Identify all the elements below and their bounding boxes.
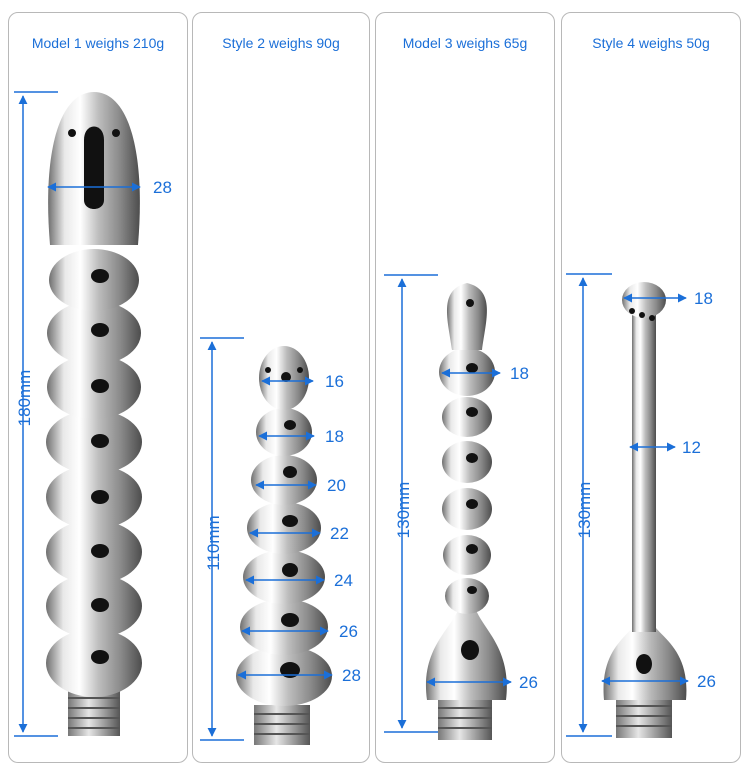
style-4-diameter-label: 26 <box>697 672 716 691</box>
style-2-diameter-label: 18 <box>325 427 344 446</box>
style-4-diameter-arrows <box>601 293 689 686</box>
model-1-length-dimension <box>14 91 58 737</box>
model-3-diameter-label: 26 <box>519 673 538 692</box>
style-4-length-dimension <box>566 273 612 737</box>
style-2-thread <box>254 705 310 745</box>
style-2-diameter-label: 16 <box>325 372 344 391</box>
style-2-length-label: 110mm <box>204 515 223 570</box>
model-3-diameter-arrows <box>426 368 512 687</box>
style-2-diameter-label: 22 <box>330 524 349 543</box>
style-2-item <box>200 337 333 745</box>
model-1-item <box>14 91 142 737</box>
model-3-item <box>384 274 512 740</box>
style-2-diameter-label: 28 <box>342 666 361 685</box>
style-4-thread <box>616 696 672 738</box>
dimension-labels: 180mm 28 110mm 16 18 20 22 24 26 28 130m… <box>15 178 716 692</box>
model-3-diameter-label: 18 <box>510 364 529 383</box>
style-2-beads <box>236 346 332 706</box>
model-3-body <box>425 283 507 700</box>
model-3-length-dimension <box>384 274 438 733</box>
style-4-diameter-label: 12 <box>682 438 701 457</box>
style-4-length-label: 130mm <box>575 482 594 539</box>
model-1-length-label: 180mm <box>15 370 34 427</box>
style-4-item <box>566 273 689 738</box>
style-2-diameter-label: 26 <box>339 622 358 641</box>
model-3-thread <box>438 698 492 740</box>
style-4-holes <box>629 308 655 674</box>
model-1-diameter-label: 28 <box>153 178 172 197</box>
style-2-length-dimension <box>200 337 244 741</box>
style-2-diameter-arrows <box>237 376 333 680</box>
style-2-diameter-label: 24 <box>334 571 353 590</box>
style-4-diameter-label: 18 <box>694 289 713 308</box>
style-2-diameter-label: 20 <box>327 476 346 495</box>
style-4-body <box>603 282 687 700</box>
model-3-length-label: 130mm <box>394 482 413 539</box>
